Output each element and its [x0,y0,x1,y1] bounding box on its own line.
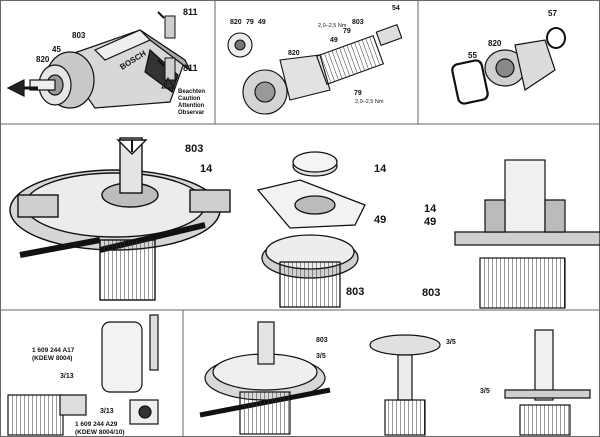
caution-notice: ! Beachten Caution Attention Observar [161,77,205,116]
panel-2-armature-assembly: 820 79 49 820 49 79 803 54 79 2,0–2,5 Nm… [227,5,403,115]
panel-5-fan-spacer: 14 49 803 [256,151,387,308]
label-54: 54 [392,5,400,12]
panel-3-gasket-ring: 57 55 820 [451,9,566,105]
label-79-top: 79 [246,19,254,26]
tool-2-number: 1 609 244 A29 [75,421,118,428]
label-3-13-b: 3/13 [100,408,114,415]
label-14: 14 [200,163,213,175]
label-820: 820 [36,55,50,64]
label-14: 14 [424,203,437,215]
label-811-top: 811 [183,7,198,17]
label-803: 803 [352,19,364,26]
fan-drawing [256,151,366,308]
caution-line-3: Attention [178,103,205,109]
label-803: 803 [316,337,328,344]
caution-line-2: Caution [178,96,201,102]
label-79-bottom: 79 [354,90,362,97]
caution-line-4: Observar [178,110,205,116]
label-49-b: 49 [330,37,338,44]
label-3-5: 3/5 [446,339,456,346]
label-57: 57 [548,9,557,18]
label-14: 14 [374,163,387,175]
panel-1-motor-housing: 811 811 803 45 820 BOSCH ! Beachten Caut… [6,7,205,116]
panel-9-fan-removed: 3/5 [369,334,456,436]
label-803: 803 [72,31,86,40]
gasket-drawing [451,27,566,105]
label-3-5: 3/5 [316,353,326,360]
label-49: 49 [374,214,386,226]
section-small-drawing [504,329,591,436]
puller-drawing [9,137,231,301]
label-49: 49 [424,216,436,228]
label-811-bottom: 811 [183,63,198,73]
label-55: 55 [468,51,477,60]
label-3-13-a: 3/13 [60,373,74,380]
panel-4-puller: 803 14 [9,137,231,301]
label-79-mid: 79 [343,28,351,35]
label-803: 803 [422,287,440,299]
label-820: 820 [488,39,502,48]
armature-drawing [227,23,403,115]
panel-8-puller-small: 803 3/5 [199,321,331,435]
tool-1-number: 1 609 244 A17 [32,347,75,354]
section-drawing [454,159,600,309]
fan-removed-drawing [369,334,441,436]
label-803: 803 [185,143,203,155]
label-820-b: 820 [288,50,300,57]
panel-6-section-view: 14 49 803 [422,159,600,309]
label-3-5: 3/5 [480,388,490,395]
panel-7-special-tools: 1 609 244 A17 (KDEW 8004) 3/13 3/13 1 60… [7,314,159,436]
label-820-top: 820 [230,19,242,26]
label-49-top: 49 [258,19,266,26]
caution-exclamation-icon: ! [166,82,168,88]
tool-2-name: (KDEW 8004/10) [75,429,125,436]
tool-1-name: (KDEW 8004) [32,355,72,362]
brush-holder-811 [157,11,176,81]
tool-drawing [7,314,159,436]
caution-line-1: Beachten [178,89,205,95]
torque-note-top: 2,0–2,5 Nm [318,23,347,29]
torque-note-bottom: 2,0–2,5 Nm [355,99,384,105]
label-803: 803 [346,286,364,298]
label-45: 45 [52,45,61,54]
motor-housing-drawing [6,29,191,109]
small-puller-drawing [199,321,331,435]
panel-10-section-small: 3/5 [480,329,591,436]
